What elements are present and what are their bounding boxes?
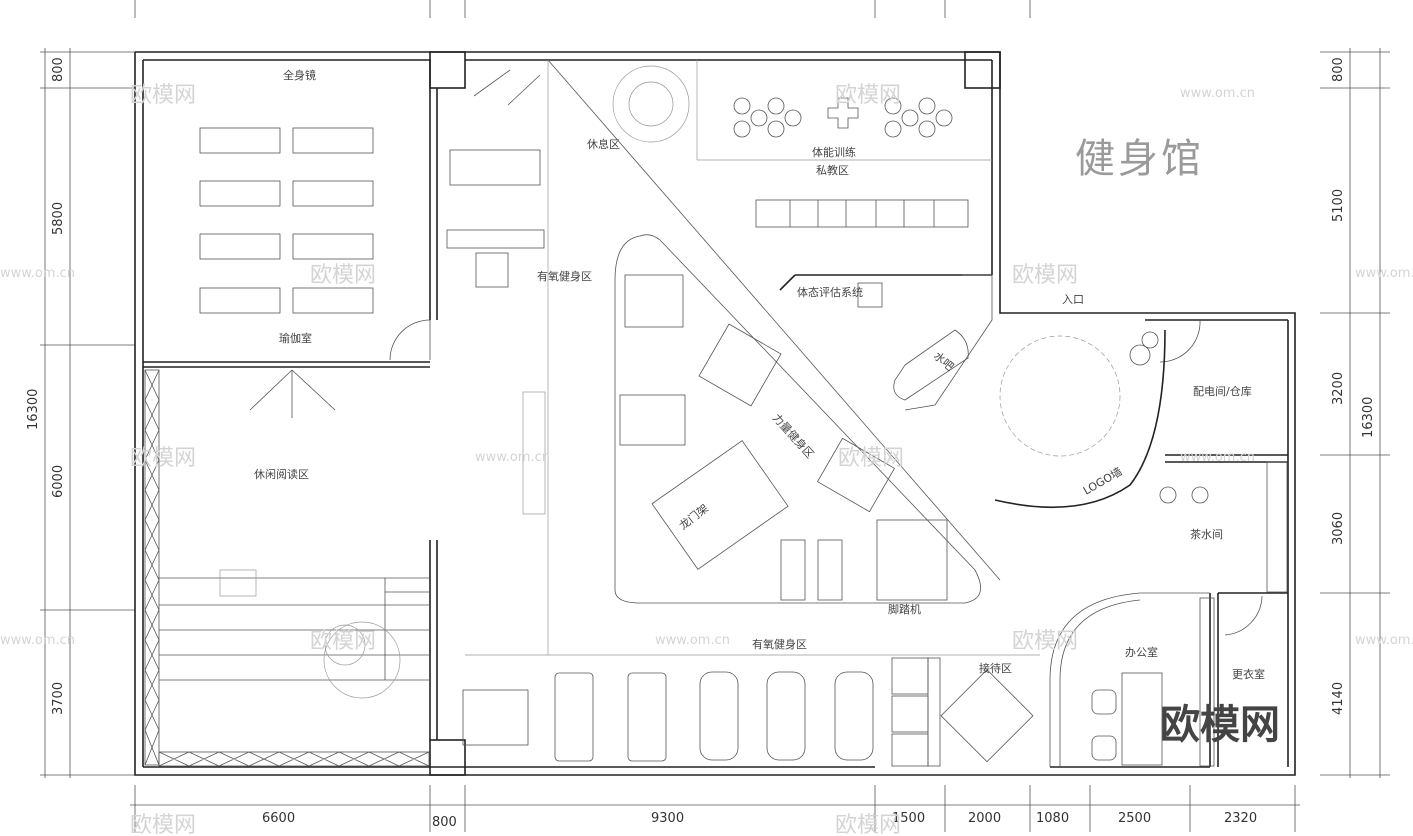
label-tea-room: 茶水间 [1190,528,1223,541]
label-locker: 更衣室 [1232,667,1265,681]
bookshelf-left [144,369,430,767]
label-entrance: 入口 [1062,293,1084,306]
dim-bottom-1: 800 [432,815,457,830]
watermark-15: www.om.cn [655,633,730,648]
watermark-13: 欧模网 [1012,629,1078,654]
dim-left-2: 6000 [51,465,66,498]
label-reception: 接待区 [979,661,1012,675]
watermark-16: www.om.cn [1355,633,1413,648]
watermarks: 欧模网 欧模网 www.om.cn 欧模网 欧模网 www.om.cn www.… [0,83,1413,836]
cardio-bottom-equipment [462,671,874,762]
watermark-10: www.om.cn [475,450,550,465]
round-lounge [999,335,1121,457]
dim-right-3: 3060 [1331,512,1346,545]
dim-left-1: 5800 [51,202,66,235]
watermark-5: 欧模网 [1012,263,1078,288]
storage-circle-2 [1141,331,1159,349]
watermark-2: 欧模网 [835,83,901,108]
label-water-bar: 水吧 [931,349,956,373]
water-bar [893,274,993,411]
watermark-17: 欧模网 [130,813,196,836]
dim-bottom-7: 2320 [1224,811,1257,826]
watermark-14: www.om.cn [0,633,75,648]
strength-zone [614,234,982,604]
watermark-8: 欧模网 [130,446,196,471]
label-reading: 休闲阅读区 [254,467,309,481]
interior-walls [143,88,1289,768]
brand-logo: 欧模网 [1160,702,1280,748]
watermark-7: www.om.cn [1355,266,1413,281]
zone-divider-diagonal [547,59,1001,581]
label-rest: 休息区 [587,137,620,151]
exterior-walls [134,51,1296,776]
plan-title: 健身馆 [1075,136,1204,182]
dim-left-0: 800 [51,57,66,82]
dim-left-3: 3700 [51,682,66,715]
dim-right-1: 5100 [1331,189,1346,222]
dim-bottom-5: 1080 [1036,811,1069,826]
dim-right-4: 4140 [1331,682,1346,715]
tea-stool-1 [1159,486,1177,504]
dim-bottom-3: 1500 [892,811,925,826]
strength-equipment [619,274,948,601]
label-office: 办公室 [1125,645,1158,659]
dimension-lines [40,0,1390,832]
dim-right-2: 3200 [1331,372,1346,405]
office-furniture [1049,461,1288,767]
dim-bottom-4: 2000 [968,811,1001,826]
label-body-assess: 体态评估系统 [797,285,863,299]
label-aerobic-1: 有氧健身区 [537,269,592,283]
body-assess-box [857,282,883,308]
watermark-12: 欧模网 [310,629,376,654]
label-yoga-room: 瑜伽室 [279,331,312,345]
dim-left-total: 16300 [26,389,41,430]
label-strength: 力量健身区 [770,411,817,461]
dim-right-total: 16300 [1361,397,1376,438]
training-stools [733,97,953,138]
watermark-1: 欧模网 [130,83,196,108]
watermark-3: www.om.cn [1180,86,1255,101]
cardio-left-equipment [446,69,545,288]
reading-steps [159,577,430,681]
watermark-18: 欧模网 [835,813,901,836]
doors [249,319,1263,636]
plant-icons [219,65,690,699]
tea-stool-2 [1191,486,1209,504]
logo-wall-arc [994,329,1166,509]
storage-circle-1 [1129,344,1151,366]
dim-bottom-0: 6600 [262,811,295,826]
label-gantry: 龙门架 [676,501,711,532]
label-power-storage: 配电间/仓库 [1193,384,1252,398]
label-private-coach: 私教区 [816,164,849,177]
watermark-11: www.om.cn [1180,450,1255,465]
watermark-9: 欧模网 [838,446,904,471]
agility-ladder [755,199,969,228]
watermark-6: www.om.cn [0,266,75,281]
label-full-mirror: 全身镜 [283,68,316,82]
label-leg-machine: 脚踏机 [888,602,921,616]
dim-bottom-2: 9300 [651,811,684,826]
yoga-mats [199,127,374,314]
label-fitness-training: 体能训练 [812,145,856,159]
dim-right-0: 800 [1331,57,1346,82]
label-aerobic-2: 有氧健身区 [752,637,807,651]
watermark-4: 欧模网 [310,263,376,288]
reception-cabinet [891,657,1034,767]
dim-bottom-6: 2500 [1118,811,1151,826]
